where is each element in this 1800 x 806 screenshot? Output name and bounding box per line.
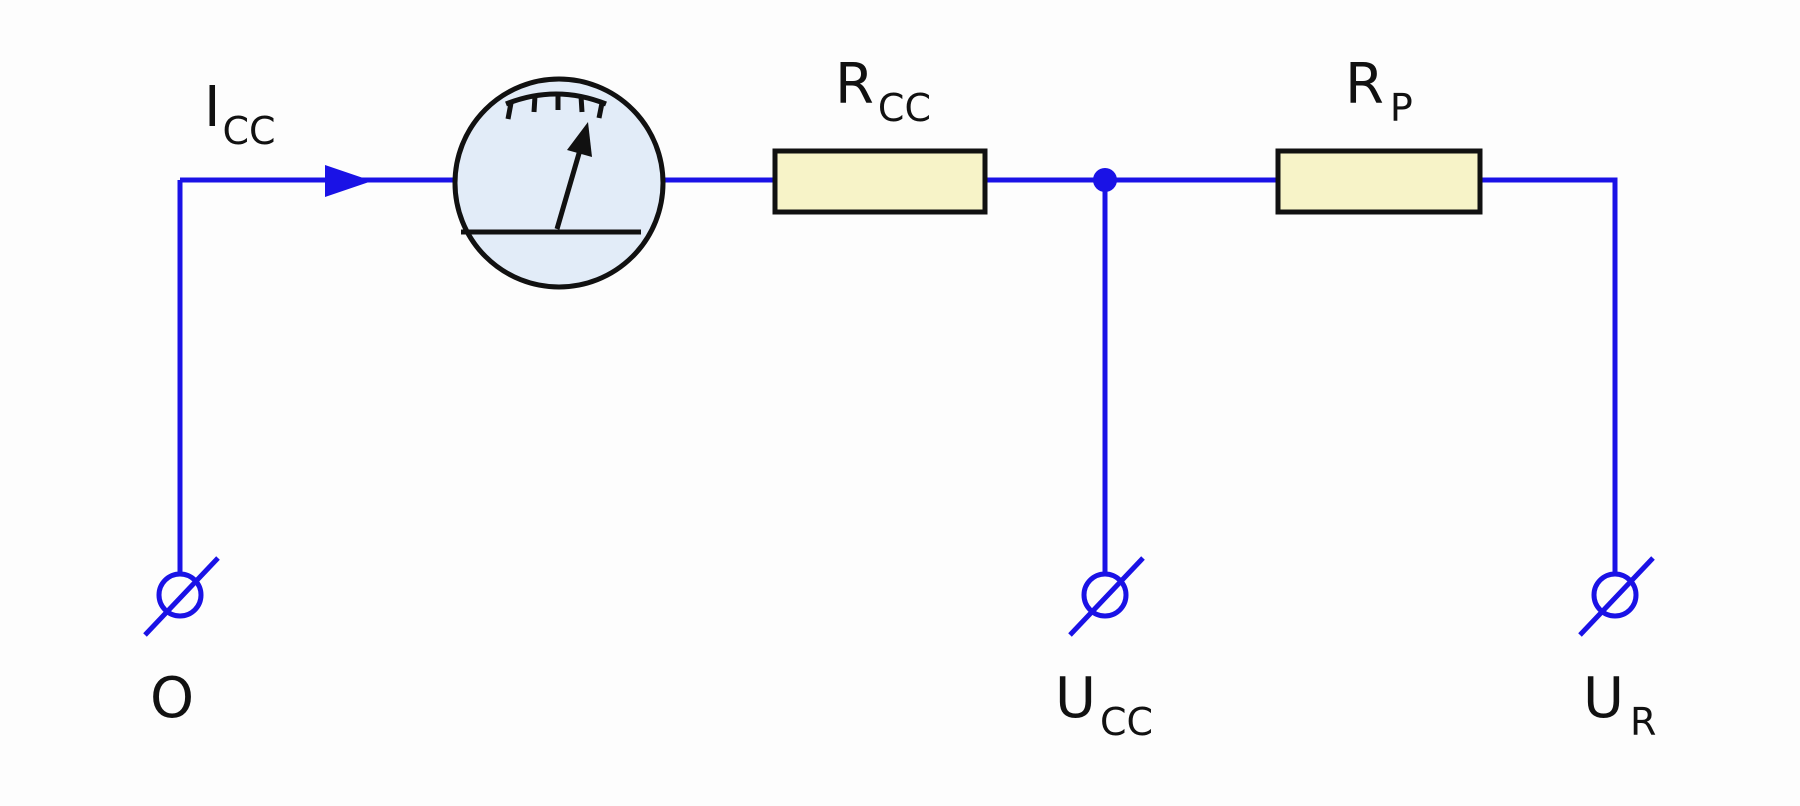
label-icc: ICC — [204, 75, 276, 153]
junction-dot-icon — [1093, 168, 1117, 192]
terminal-ur-icon — [1578, 556, 1655, 637]
meter-needle — [554, 149, 583, 230]
meter-needle-tip — [567, 122, 592, 157]
resistor-rcc — [772, 148, 988, 215]
resistor-rp — [1275, 148, 1483, 215]
wires — [177, 177, 1618, 573]
wire-left — [177, 177, 455, 573]
ammeter-icon — [452, 76, 666, 290]
terminal-o-icon — [143, 556, 220, 637]
terminal-ucc-icon — [1068, 556, 1145, 637]
meter-scale-ticks — [505, 94, 605, 120]
current-arrow-icon — [325, 165, 372, 197]
wire-right — [1480, 177, 1618, 573]
meter-face — [452, 76, 666, 290]
label-terminal-o: O — [150, 666, 194, 731]
